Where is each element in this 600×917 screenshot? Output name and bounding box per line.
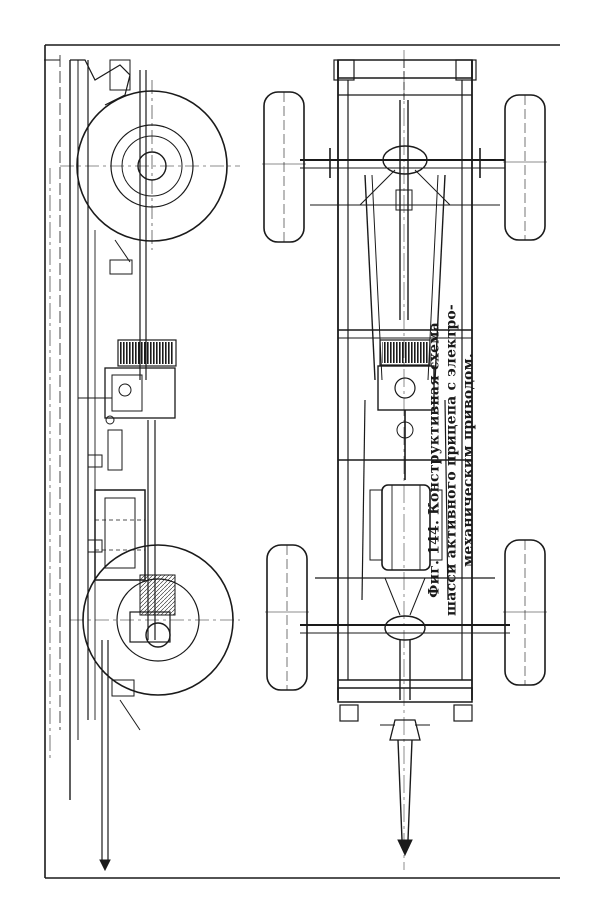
plan-frame-rails xyxy=(337,60,473,700)
plan-front-wheel-right xyxy=(503,539,547,686)
plan-drawbar xyxy=(380,640,430,857)
figure-caption: Фиг. 144. Конструктивная схема шасси акт… xyxy=(427,295,478,625)
caption-line-2: шасси активного прицепа с электро- xyxy=(443,304,460,616)
plan-rear-wheel-right xyxy=(503,94,547,241)
plan-front-axle xyxy=(300,577,510,641)
caption-line-1: Фиг. 144. Конструктивная схема xyxy=(426,322,443,598)
side-view xyxy=(44,55,240,872)
side-motor xyxy=(78,339,177,425)
plan-motor xyxy=(377,339,435,480)
side-small-parts xyxy=(87,239,141,731)
caption-line-3: механическим приводом. xyxy=(460,353,477,567)
frame-border xyxy=(44,44,560,879)
side-frame-rails xyxy=(59,55,156,872)
plan-rear-axle xyxy=(300,145,505,206)
top-bracket xyxy=(44,59,131,106)
plan-view xyxy=(262,50,547,870)
plan-gearbox xyxy=(369,484,443,571)
side-rear-wheel xyxy=(60,80,240,250)
plan-front-wheel-left xyxy=(265,544,309,691)
plan-rear-wheel-left xyxy=(262,91,306,243)
side-gearbox xyxy=(94,489,176,643)
